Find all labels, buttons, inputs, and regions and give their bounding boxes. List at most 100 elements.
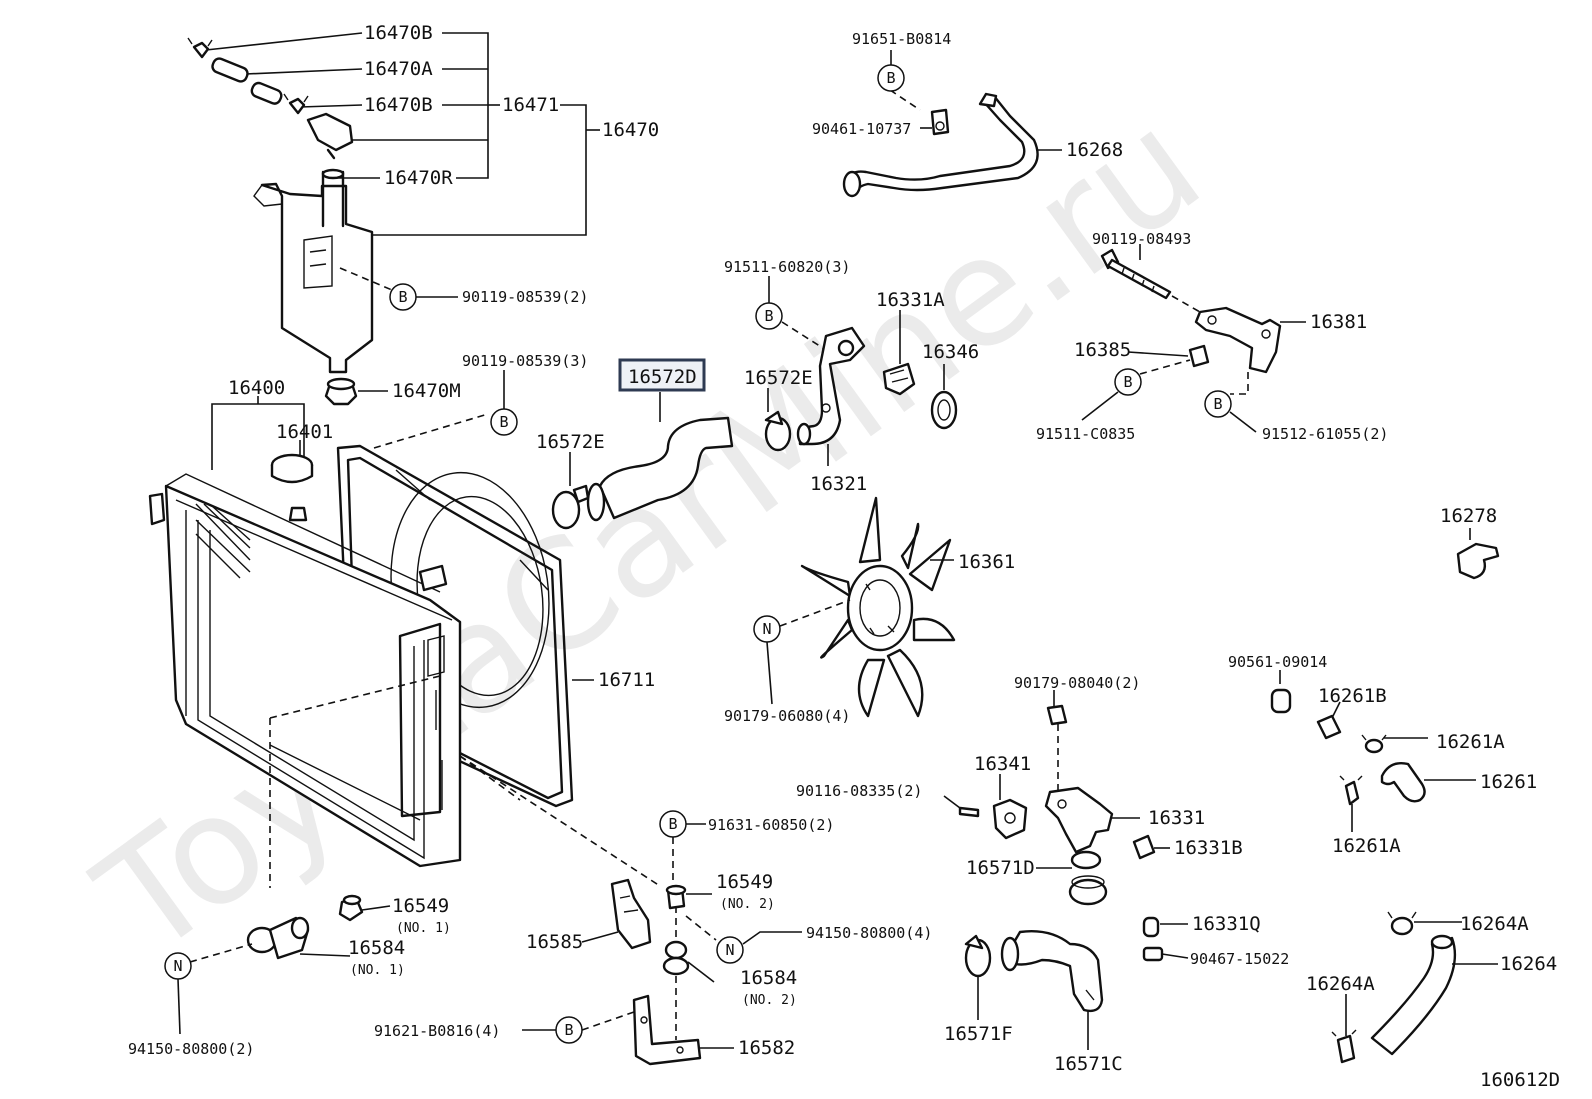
plug-16261b bbox=[1316, 714, 1342, 740]
bracket-16381 bbox=[1194, 306, 1282, 374]
label-16261b: 16261B bbox=[1318, 685, 1387, 707]
bracket-16582 bbox=[632, 994, 702, 1066]
bolt-90179-08040 bbox=[1046, 704, 1068, 726]
label-90179-06080: 90179-06080(4) bbox=[724, 707, 850, 725]
hose-16264-group bbox=[1331, 911, 1498, 1064]
label-16572e-right: 16572E bbox=[744, 367, 813, 389]
bolt-90119-08493 bbox=[1100, 248, 1172, 300]
hose-clamp-16572e-left bbox=[551, 484, 590, 530]
radiator-cap-16401 bbox=[270, 453, 314, 484]
label-16321: 16321 bbox=[810, 473, 867, 495]
water-inlet-group: B bbox=[755, 276, 958, 466]
label-16471: 16471 bbox=[502, 94, 559, 116]
label-16278: 16278 bbox=[1440, 505, 1497, 527]
bracket-16381-group: B B bbox=[1081, 244, 1306, 433]
label-16582: 16582 bbox=[738, 1037, 795, 1059]
marker-n-94150-80800-2: N bbox=[164, 952, 192, 980]
label-16470a: 16470A bbox=[364, 58, 433, 80]
marker-b-90119-08539-3: B bbox=[490, 408, 518, 436]
marker-b-label: B bbox=[398, 288, 407, 306]
clip-16264a-bot bbox=[1331, 1029, 1357, 1064]
label-91651-b0814: 91651-B0814 bbox=[852, 30, 951, 48]
clip-16470b-top bbox=[187, 37, 213, 59]
cushion-16549-no1 bbox=[338, 894, 364, 922]
marker-n-label: N bbox=[725, 941, 734, 959]
part-label-16572d-highlight bbox=[618, 358, 706, 392]
label-16584-no1: 16584 bbox=[348, 937, 405, 959]
cushion-16584-no1 bbox=[246, 916, 310, 960]
label-16470: 16470 bbox=[602, 119, 659, 141]
hose-16278 bbox=[1456, 542, 1500, 580]
marker-b-91621-b0816: B bbox=[555, 1016, 583, 1044]
thermostat-sensor-16331a bbox=[882, 362, 916, 396]
reservoir-cap-16470m bbox=[324, 377, 358, 406]
label-16584-no2: 16584 bbox=[740, 967, 797, 989]
label-16264: 16264 bbox=[1500, 953, 1557, 975]
label-16549-no1: 16549 bbox=[392, 895, 449, 917]
upper-radiator-hose-16572d bbox=[586, 416, 734, 522]
label-16331: 16331 bbox=[1148, 807, 1205, 829]
part-number-labels: 16470B 16470A 16470B 16471 16470 16470R … bbox=[128, 22, 1560, 1091]
label-16470m: 16470M bbox=[392, 380, 461, 402]
upper-hose-group bbox=[551, 358, 792, 530]
marker-n-90179-06080: N bbox=[753, 615, 781, 643]
clip-16264a-top bbox=[1387, 911, 1417, 936]
water-inlet-16321 bbox=[796, 326, 866, 446]
label-90119-08539-2: 90119-08539(2) bbox=[462, 288, 588, 306]
marker-b-label: B bbox=[564, 1021, 573, 1039]
radiator-group: B bbox=[148, 370, 661, 888]
label-94150-80800-2: 94150-80800(2) bbox=[128, 1040, 254, 1058]
clip-16261a-bot bbox=[1339, 775, 1363, 806]
label-16385: 16385 bbox=[1074, 339, 1131, 361]
marker-b-90119-08539-2: B bbox=[389, 283, 417, 311]
lower-hose-group bbox=[964, 930, 1104, 1050]
reservoir-inlet-fitting bbox=[306, 112, 354, 160]
clamp-16571d bbox=[1068, 875, 1108, 906]
label-90119-08539-3: 90119-08539(3) bbox=[462, 352, 588, 370]
plug-90467-15022 bbox=[1142, 946, 1164, 962]
bypass-pipe-16268 bbox=[842, 92, 1039, 198]
label-16331b: 16331B bbox=[1174, 837, 1243, 859]
label-16711: 16711 bbox=[598, 669, 655, 691]
marker-b-label: B bbox=[886, 69, 895, 87]
label-90561-09014: 90561-09014 bbox=[1228, 653, 1327, 671]
marker-b-label: B bbox=[1213, 395, 1222, 413]
marker-b-label: B bbox=[764, 307, 773, 325]
label-16341: 16341 bbox=[974, 753, 1031, 775]
label-90467-15022: 90467-15022 bbox=[1190, 950, 1289, 968]
label-16331q: 16331Q bbox=[1192, 913, 1261, 935]
label-16261: 16261 bbox=[1480, 771, 1537, 793]
label-91511-c0835: 91511-C0835 bbox=[1036, 425, 1135, 443]
label-16400: 16400 bbox=[228, 377, 285, 399]
marker-b-91511-c0835: B bbox=[1114, 368, 1142, 396]
plug-16331q bbox=[1142, 916, 1160, 938]
label-16585: 16585 bbox=[526, 931, 583, 953]
label-16584-no2-sub: (NO. 2) bbox=[742, 993, 797, 1008]
marker-b-91511-60820: B bbox=[755, 302, 783, 330]
label-16571f: 16571F bbox=[944, 1023, 1013, 1045]
hose-segment bbox=[250, 81, 283, 105]
label-91621-b0816: 91621-B0816(4) bbox=[374, 1022, 500, 1040]
label-16571d: 16571D bbox=[966, 857, 1035, 879]
bypass-pipe-group: B bbox=[842, 50, 1062, 198]
reservoir-tank-group: B bbox=[187, 32, 600, 406]
label-91631-60850: 91631-60850(2) bbox=[708, 816, 834, 834]
label-16331a: 16331A bbox=[876, 289, 945, 311]
marker-n-94150-80800-4: N bbox=[716, 936, 744, 964]
label-16584-no1-sub: (NO. 1) bbox=[350, 963, 405, 978]
hose-16264 bbox=[1370, 934, 1457, 1056]
label-16549-no1-sub: (NO. 1) bbox=[396, 921, 451, 936]
label-16549-no2: 16549 bbox=[716, 871, 773, 893]
nut-16385 bbox=[1188, 344, 1210, 368]
hose-16261 bbox=[1380, 762, 1426, 803]
water-outlet-16331 bbox=[1044, 786, 1114, 870]
hose-clamp-16572e-right bbox=[764, 410, 792, 452]
marker-b-91512-61055: B bbox=[1204, 390, 1232, 418]
clamp-16571f bbox=[964, 934, 992, 978]
label-90116-08335: 90116-08335(2) bbox=[796, 782, 922, 800]
water-outlet-group bbox=[943, 690, 1189, 962]
marker-b-label: B bbox=[499, 413, 508, 431]
label-16346: 16346 bbox=[922, 341, 979, 363]
label-90119-08493: 90119-08493 bbox=[1092, 230, 1191, 248]
